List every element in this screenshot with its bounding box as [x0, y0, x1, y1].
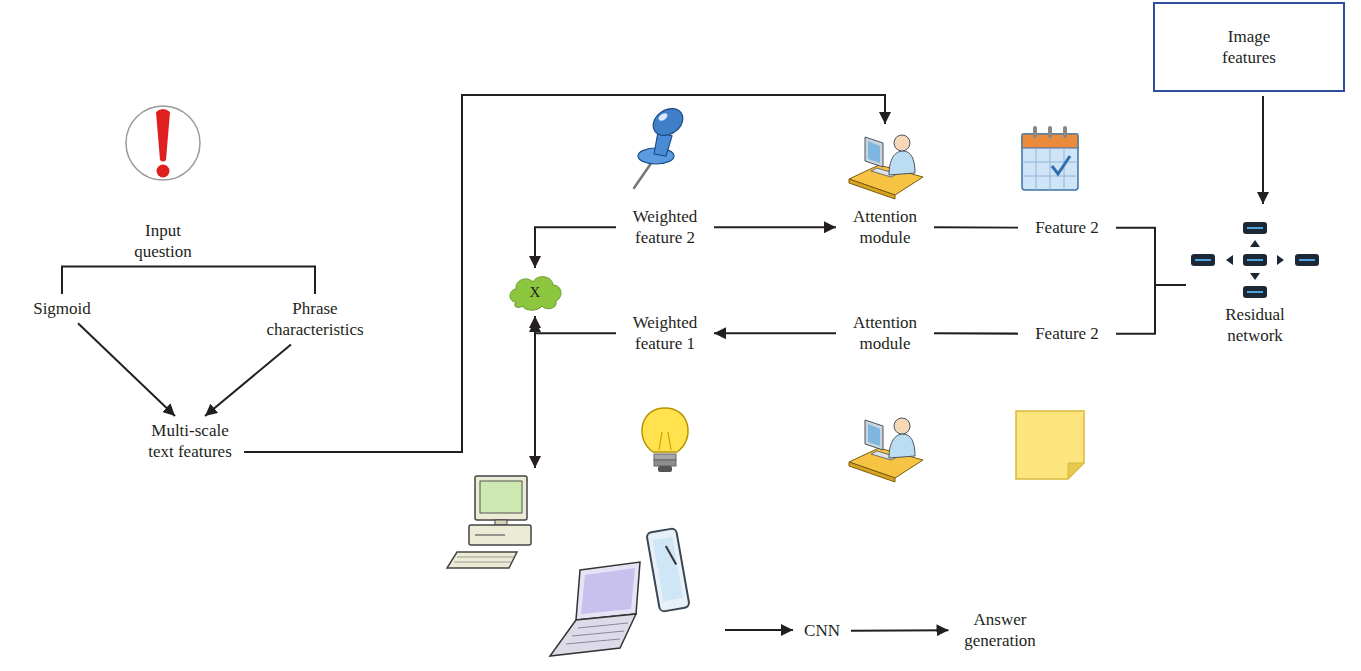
connector [1116, 285, 1186, 334]
node-text: Weighted feature 2 [620, 206, 710, 249]
feature-label: Weighted feature 2 [620, 100, 710, 249]
node-text: Phrase characteristics [255, 298, 375, 341]
laptop-icon [550, 562, 640, 656]
connector [934, 332, 1018, 334]
node-text: Weighted feature 1 [620, 312, 710, 355]
input-box: Image features [1153, 2, 1345, 92]
node-text: Feature 2 [1022, 217, 1112, 238]
connector [535, 316, 616, 333]
multiply-cloud: X [506, 272, 564, 312]
node-text: Image features [1209, 26, 1289, 69]
step-label: Sigmoid [22, 298, 102, 319]
connector [244, 95, 885, 452]
step-label: Phrase characteristics [255, 298, 375, 341]
operator-icon [849, 418, 923, 482]
network-icon [1191, 222, 1319, 298]
feature-label: Weighted feature 1 [620, 312, 710, 355]
feature-label: Feature 2 [1022, 120, 1112, 238]
feature-label: Multi-scale text features [140, 420, 240, 463]
lightbulb-icon [642, 408, 688, 472]
connector [851, 629, 949, 631]
node-text: Attention module [840, 312, 930, 355]
flow-arrow [725, 629, 793, 631]
connector [205, 345, 291, 417]
desktop-computer-icon [447, 476, 531, 568]
calendar-icon [1022, 126, 1078, 190]
node-text: Residual network [1210, 304, 1300, 347]
module-label: Attention module [840, 312, 930, 355]
module-label: Attention module [840, 128, 930, 249]
connector [535, 227, 616, 268]
node-text: X [506, 283, 564, 302]
connector [163, 267, 315, 295]
question-label: Input question [123, 100, 203, 263]
node-text: Multi-scale text features [140, 420, 240, 463]
pushpin-icon [634, 103, 688, 188]
exchange-arrow [534, 320, 536, 468]
node-text: Attention module [840, 206, 930, 249]
connector [714, 332, 836, 334]
node-text: CNN [797, 620, 847, 641]
sticky-note-icon [1016, 411, 1084, 479]
operator-icon [849, 135, 923, 199]
connector [1116, 228, 1186, 285]
connector [1262, 96, 1264, 204]
node-text: Answer generation [953, 609, 1048, 652]
connector [78, 323, 175, 416]
output-label: Answer generation [953, 609, 1048, 652]
connector [62, 267, 163, 295]
node-text: Feature 2 [1022, 323, 1112, 344]
connector [714, 226, 836, 228]
network-label: Residual network [1190, 208, 1320, 347]
connector [934, 226, 1018, 228]
feature-label: Feature 2 [1022, 323, 1112, 344]
node-text: Input question [123, 220, 203, 263]
process-label: CNN [797, 620, 847, 641]
tablet-icon [646, 528, 689, 612]
exclamation-icon [126, 106, 200, 180]
node-text: Sigmoid [22, 298, 102, 319]
